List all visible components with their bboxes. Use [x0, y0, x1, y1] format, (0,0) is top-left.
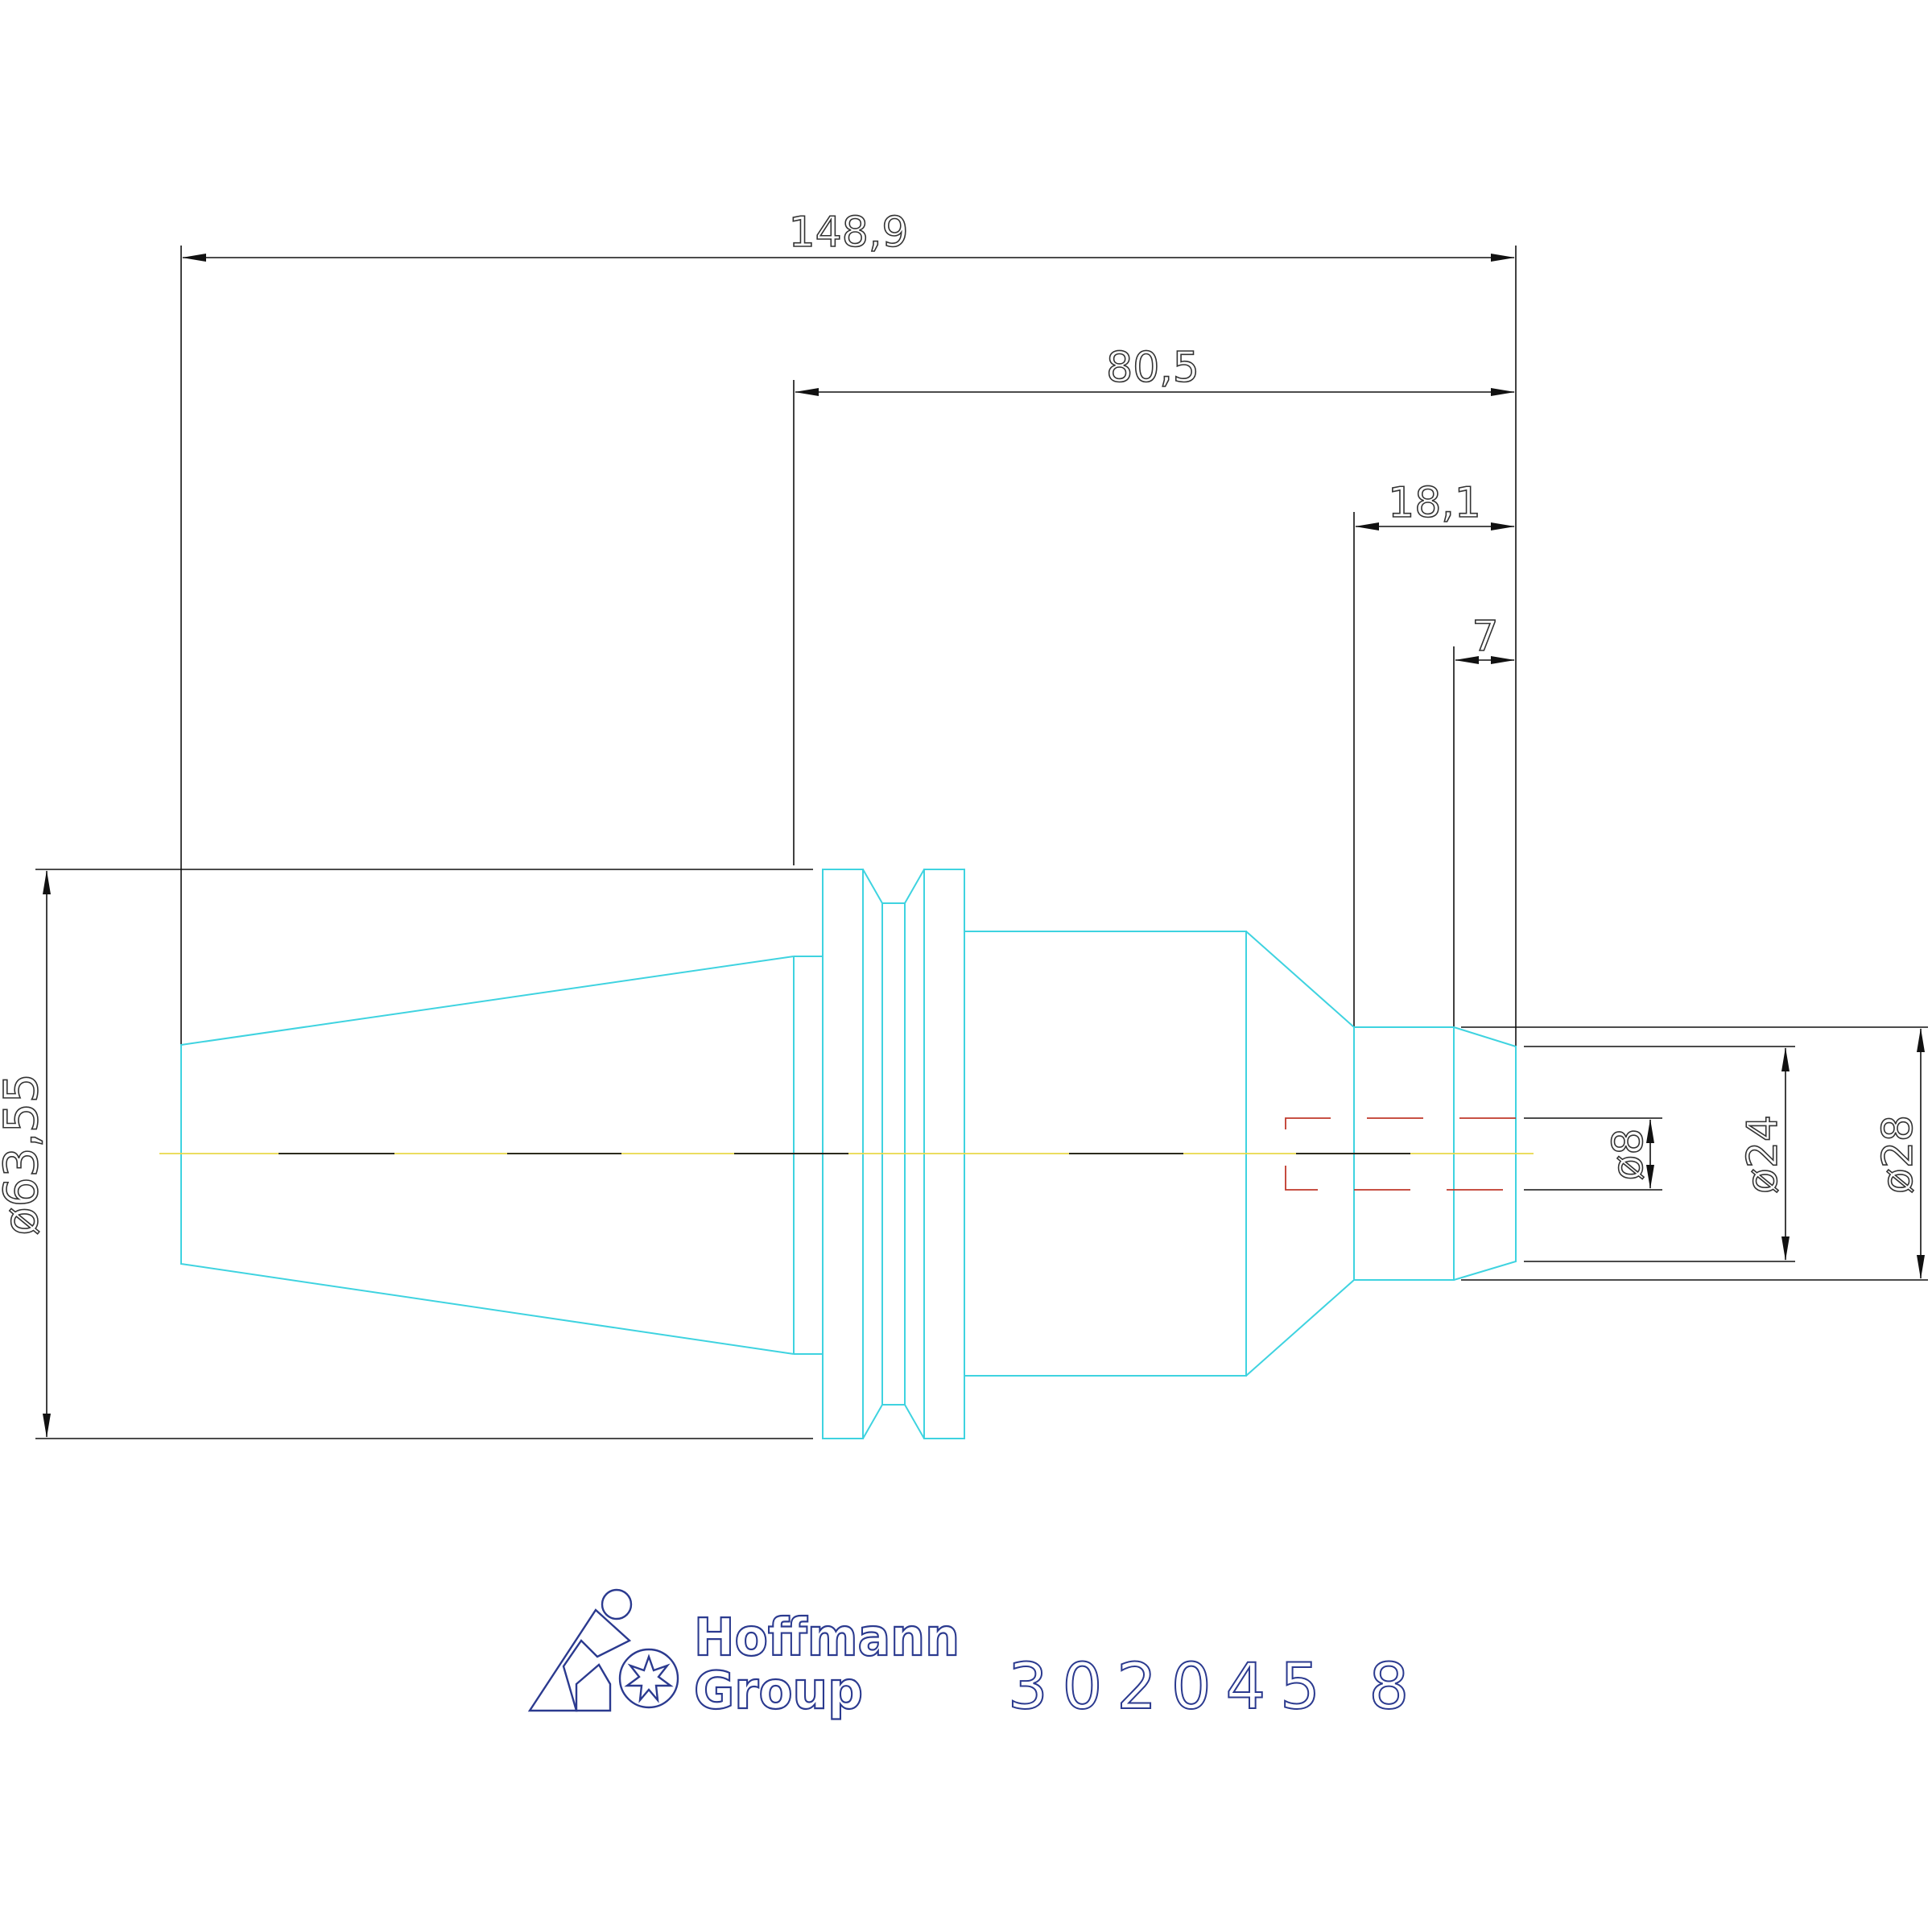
hidden-bore [1285, 1117, 1516, 1191]
v-groove [862, 869, 925, 904]
label-chamfer-length: 7 [1472, 613, 1498, 661]
logo-text-line1: Hoffmann [694, 1608, 960, 1668]
label-bore-diameter: ø8 [1604, 1129, 1653, 1181]
logo-gear-icon [618, 1648, 679, 1709]
extension-lines [35, 246, 1928, 1439]
part-number: 302045 8 [1008, 1651, 1423, 1724]
label-shank-diameter-small: ø24 [1739, 1115, 1787, 1194]
hoffmann-group-logo [527, 1588, 679, 1712]
dimension-lines [43, 254, 1925, 1438]
logo-figure-icon [527, 1608, 632, 1712]
label-shank-diameter-large: ø28 [1874, 1115, 1922, 1194]
label-gauge-length: 80,5 [1106, 344, 1199, 392]
logo-text-line2: Group [694, 1662, 863, 1721]
logo-head-icon [601, 1588, 633, 1620]
dimension-labels: 148,9 80,5 18,1 7 ø63,55 ø8 ø24 ø28 [0, 208, 1923, 1236]
taper [180, 956, 795, 1355]
label-shank-length: 18,1 [1388, 479, 1481, 527]
label-overall-length: 148,9 [789, 208, 909, 257]
label-flange-diameter: ø63,55 [0, 1073, 48, 1236]
